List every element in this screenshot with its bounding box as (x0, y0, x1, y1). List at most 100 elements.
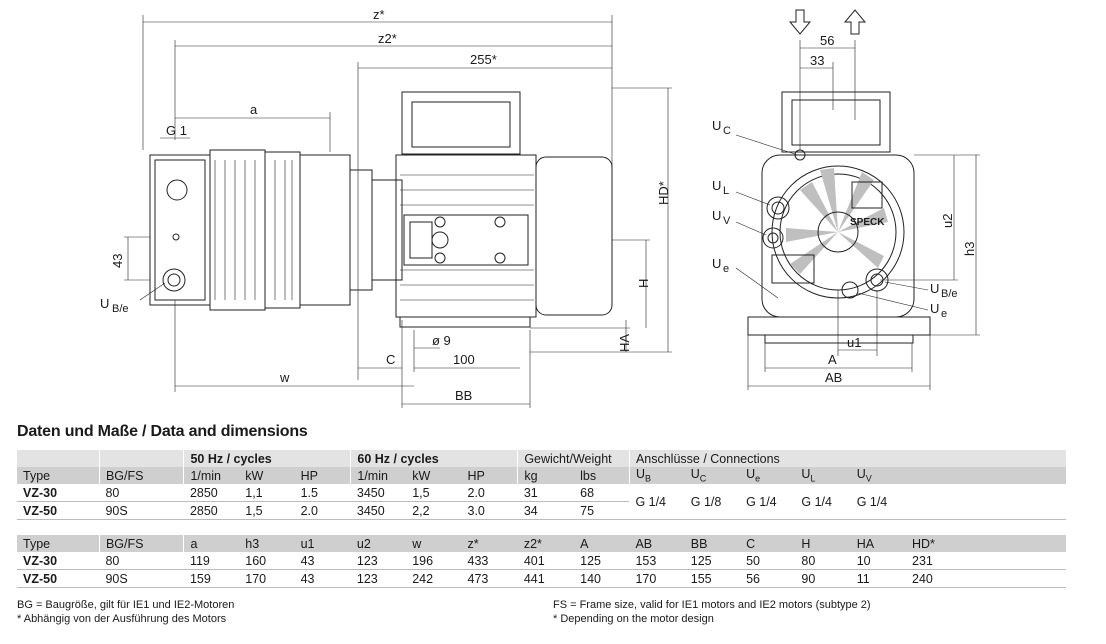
cell: 31 (517, 484, 575, 502)
footnote-line: * Depending on the motor design (553, 613, 714, 625)
label-hd: HD* (656, 181, 671, 205)
col-header: lbs (574, 467, 630, 484)
footnote-english: FS = Frame size, valid for IE1 motors an… (553, 598, 871, 626)
cell-type: VZ-50 (17, 569, 100, 588)
group-header-weight: Gewicht/Weight (517, 450, 630, 467)
cell: 123 (350, 569, 407, 588)
cell-type: VZ-30 (17, 484, 100, 502)
dimension-bottom-side: ø 9 C 100 w BB (174, 300, 531, 408)
col-header: w (406, 535, 462, 552)
footnote-line: FS = Frame size, valid for IE1 motors an… (553, 599, 871, 611)
cell: 2.0 (294, 501, 351, 520)
cell: 2,2 (406, 501, 462, 520)
table1-group-header-row: 50 Hz / cycles 60 Hz / cycles Gewicht/We… (17, 450, 1066, 467)
cell: 1,1 (239, 484, 295, 502)
section-title: Daten und Maße / Data and dimensions (17, 423, 308, 440)
cell: 170 (239, 569, 295, 588)
dimension-255: 255* (357, 52, 612, 380)
data-table-performance: 50 Hz / cycles 60 Hz / cycles Gewicht/We… (17, 450, 1066, 520)
dimension-g1: G 1 (160, 123, 190, 139)
label-ue-end: U (930, 301, 939, 316)
cell-connection: G 1/4 (795, 484, 851, 520)
col-header: z* (461, 535, 518, 552)
cell-connection: G 1/4 (629, 484, 685, 520)
group-header (98, 450, 184, 467)
cell: 2850 (183, 484, 240, 502)
dimension-z: z* (142, 7, 613, 175)
col-header: HP (461, 467, 518, 484)
col-header: h3 (239, 535, 295, 552)
cell: 11 (850, 569, 906, 588)
cell: 1.5 (294, 484, 351, 502)
callout-ube-side: U B/e (100, 282, 166, 315)
col-header-uv: UV (850, 467, 1066, 484)
label-bb: BB (455, 388, 472, 403)
brand-label: SPECK (850, 217, 885, 228)
col-header: BG/FS (98, 535, 184, 552)
col-header: kW (239, 467, 295, 484)
cell: 43 (294, 569, 351, 588)
label-uv: U (712, 208, 721, 223)
label-100: 100 (453, 352, 475, 367)
label-h3: h3 (962, 242, 977, 256)
cell: 75 (574, 501, 630, 520)
cell: 242 (406, 569, 462, 588)
label-c: C (386, 352, 395, 367)
label-ue-end-sub: e (941, 308, 947, 320)
col-header-uc: UC (684, 467, 741, 484)
group-header-50hz: 50 Hz / cycles (183, 450, 351, 467)
col-header: HA (850, 535, 906, 552)
cell: 196 (406, 552, 462, 570)
cell: 231 (906, 552, 1066, 570)
cell: 433 (461, 552, 518, 570)
cell: 90S (99, 569, 184, 588)
cell: 3.0 (461, 501, 518, 520)
col-header: Type (17, 467, 100, 484)
cell: 80 (795, 552, 851, 570)
label-a: a (250, 102, 258, 117)
col-header: BB (684, 535, 741, 552)
label-ue: U (712, 256, 721, 271)
dimension-ha: HA (530, 320, 672, 353)
cell: 34 (517, 501, 575, 520)
label-ube-side: U (100, 296, 109, 311)
cell: 80 (99, 484, 184, 502)
table-row: VZ-50 90S 2850 1,5 2.0 3450 2,2 3.0 34 7… (17, 501, 1066, 520)
cell: 125 (574, 552, 630, 570)
cell: 90S (99, 501, 184, 520)
label-uc: U (712, 118, 721, 133)
cell: 90 (795, 569, 851, 588)
col-header: 1/min (183, 467, 240, 484)
cell: 3450 (350, 484, 407, 502)
label-z2: z2* (378, 31, 397, 46)
cell: 153 (629, 552, 685, 570)
table1-header-row: Type BG/FS 1/min kW HP 1/min kW HP kg lb… (17, 467, 1066, 484)
cell: 50 (740, 552, 796, 570)
table-row: VZ-30 80 2850 1,1 1.5 3450 1,5 2.0 31 68… (17, 484, 1066, 520)
footnote-line: * Abhängig von der Ausführung des Motors (17, 613, 227, 625)
col-header: HD* (906, 535, 1066, 552)
footnote-line: BG = Baugröße, gilt für IE1 und IE2-Moto… (17, 599, 235, 611)
cell: 68 (574, 484, 630, 502)
cell: 155 (684, 569, 741, 588)
cell-connection: G 1/8 (684, 484, 741, 520)
label-ue-sub: e (723, 263, 729, 275)
cell: 3450 (350, 501, 407, 520)
label-h: H (636, 279, 651, 288)
label-ube-end: U (930, 281, 939, 296)
cell: 160 (239, 552, 295, 570)
cell-type: VZ-30 (17, 552, 100, 570)
label-ul: U (712, 178, 721, 193)
col-header: u1 (294, 535, 351, 552)
col-header: kW (406, 467, 462, 484)
cell: 2850 (183, 501, 240, 520)
airflow-arrows (788, 9, 867, 35)
dimension-hd: HD* (612, 87, 672, 352)
data-table-dimensions: Type BG/FS a h3 u1 u2 w z* z2* A AB BB C… (17, 535, 1066, 588)
label-ha: HA (617, 334, 632, 352)
dimension-a: a (175, 102, 331, 152)
group-header-60hz: 60 Hz / cycles (350, 450, 518, 467)
col-header: A (574, 535, 630, 552)
cell: 1,5 (406, 484, 462, 502)
dimension-z2: z2* (174, 31, 612, 140)
